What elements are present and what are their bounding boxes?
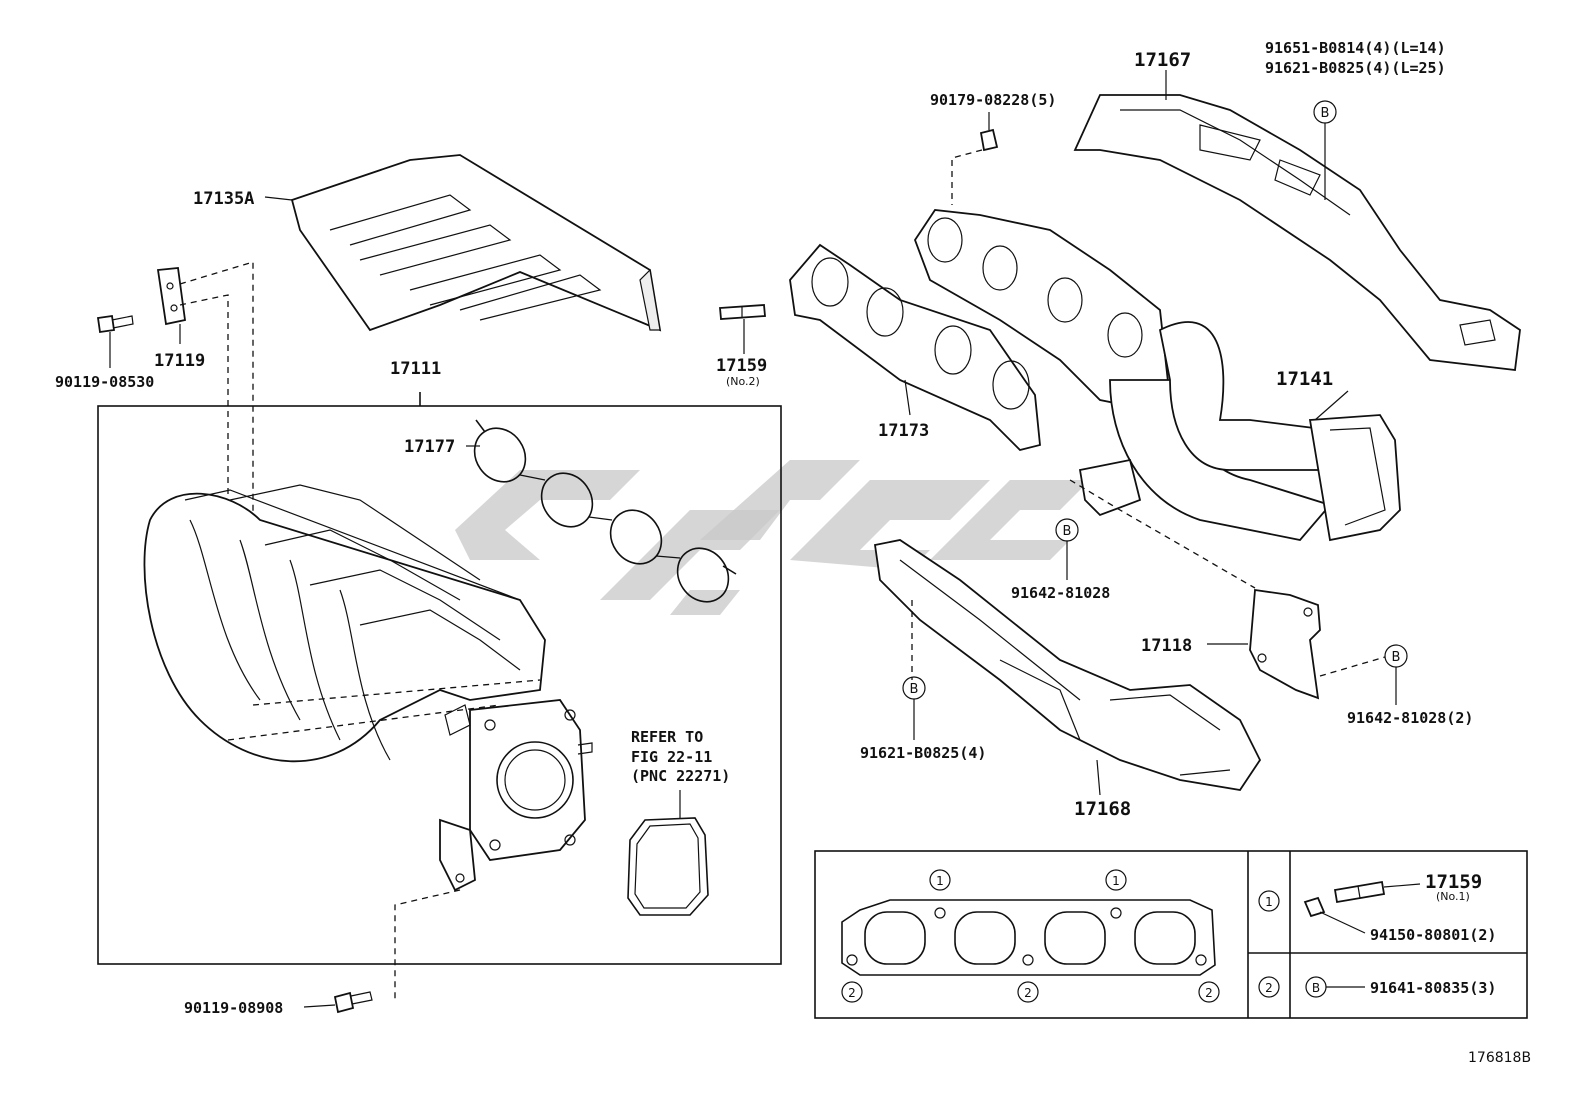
svg-text:B: B [910,682,919,697]
label-no1: (No.1) [1436,890,1470,903]
label-17177: 17177 [404,437,455,457]
label-91642-81028-a: 91642-81028 [1011,584,1110,602]
nut-90179-08228 [979,128,999,152]
marker-b-91642-right: B [1384,644,1408,668]
svg-text:2: 2 [1024,986,1032,1000]
label-90119-08908: 90119-08908 [184,999,283,1017]
bolt-90119-08908 [333,991,373,1014]
engine-cover-17135a [290,154,662,332]
svg-text:B: B [1392,650,1401,665]
marker-b-91651: B [1313,100,1337,124]
label-17173: 17173 [878,421,929,441]
svg-text:2: 2 [848,986,856,1000]
svg-text:1: 1 [936,874,944,888]
label-17159-no2: 17159 [716,356,767,376]
svg-text:B: B [1321,106,1330,121]
gasket-17177 [473,419,737,603]
svg-text:1: 1 [1112,874,1120,888]
svg-text:B: B [1063,524,1072,539]
label-17118: 17118 [1141,636,1192,656]
throttle-gasket [627,817,709,916]
svg-text:B: B [1312,981,1320,995]
diagram-id: 176818B [1468,1050,1531,1066]
intake-manifold-17111 [143,484,593,892]
label-90179-08228: 90179-08228(5) [930,91,1056,109]
label-94150-80801: 94150-80801(2) [1370,926,1496,944]
heat-insulator-17167 [1073,94,1521,371]
label-17168: 17168 [1074,798,1131,820]
intake-manifold-box [97,405,782,965]
label-91621-b0825-lower: 91621-B0825(4) [860,744,986,762]
svg-text:1: 1 [1265,895,1273,909]
exhaust-gasket-17173 [789,243,1041,451]
label-17141: 17141 [1276,368,1333,390]
label-91641-80835: 91641-80835(3) [1370,979,1496,997]
label-90119-08530: 90119-08530 [55,373,154,391]
bracket-17118 [1249,588,1321,700]
stud-17159-no2 [719,304,766,320]
label-17135a: 17135A [193,189,254,209]
label-pnc-22271: (PNC 22271) [631,767,730,785]
label-17111: 17111 [390,359,441,379]
svg-text:2: 2 [1265,981,1273,995]
label-fig-22-11: FIG 22-11 [631,748,712,766]
exhaust-manifold-17141 [913,209,1401,542]
label-no2: (No.2) [726,375,760,388]
label-17159-no1: 17159 [1425,871,1482,893]
legend-table: 1 1 2 2 2 1 2 B [814,850,1528,1019]
label-17167: 17167 [1134,49,1191,71]
label-91651-b0814: 91651-B0814(4)(L=14) [1265,39,1446,57]
label-91621-b0825-top: 91621-B0825(4)(L=25) [1265,59,1446,77]
watermark-logo [455,460,1090,615]
bolt-90119-08530 [96,314,134,334]
marker-b-91621-lower: B [902,676,926,700]
marker-b-91642-top: B [1055,518,1079,542]
label-refer-to: REFER TO [631,728,703,746]
bracket-17119 [156,267,187,326]
svg-text:2: 2 [1205,986,1213,1000]
label-17119: 17119 [154,351,205,371]
label-91642-81028-b: 91642-81028(2) [1347,709,1473,727]
heat-insulator-17168 [873,539,1262,791]
